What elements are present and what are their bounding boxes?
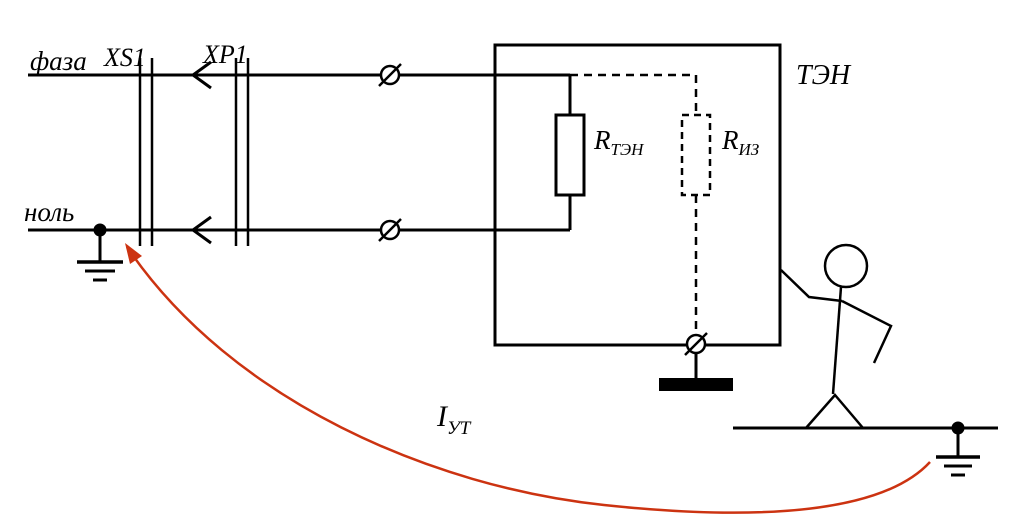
leakage-current: [125, 243, 931, 514]
plug-pin-arrow-top: [190, 60, 212, 90]
leakage-current-path: [125, 246, 931, 514]
person-arm-touching-box: [780, 269, 843, 303]
contact-slash-bottom: [378, 218, 402, 242]
plug-pin-arrow-bottom: [190, 215, 212, 245]
label-r-insulation-base: R: [721, 125, 739, 155]
label-plug-xp1: XP1: [202, 40, 248, 69]
label-r-heater-sub: ТЭН: [611, 140, 646, 159]
chassis-ground-bar: [659, 378, 733, 391]
resistor-insulation: [570, 73, 712, 336]
label-leakage-sub: УТ: [447, 418, 472, 439]
leakage-arrowhead-icon: [125, 243, 142, 264]
label-r-insulation-sub: ИЗ: [738, 140, 760, 159]
person-legs: [805, 393, 864, 429]
label-neutral: ноль: [24, 197, 74, 227]
detachable-contact-bottom: [378, 218, 402, 242]
label-r-heater-base: R: [593, 125, 611, 155]
contact-slash-top: [378, 63, 402, 87]
floor-ground: [733, 421, 998, 477]
socket-xs1: [138, 58, 154, 246]
plug-xp1: [190, 58, 250, 246]
label-leakage-current: IУТ: [436, 400, 472, 439]
label-leakage-base: I: [436, 400, 449, 433]
label-r-heater: RТЭН: [593, 125, 645, 159]
person-torso: [831, 286, 843, 395]
heater-enclosure-box: [493, 43, 782, 347]
person-head: [823, 243, 869, 289]
detachable-contact-top: [378, 63, 402, 87]
r-insulation-body: [680, 113, 712, 197]
protective-ground: [659, 332, 733, 391]
contact-slash-ground: [684, 332, 708, 356]
person-figure: [780, 243, 893, 429]
power-lines: [28, 73, 570, 232]
resistor-heating-element: [554, 75, 586, 230]
r-heater-body: [554, 113, 586, 197]
label-phase: фаза: [30, 46, 87, 76]
person-arm-right: [841, 299, 893, 364]
neutral-ground: [77, 223, 123, 282]
label-r-insulation: RИЗ: [721, 125, 760, 159]
label-socket-xs1: XS1: [103, 43, 146, 72]
label-heater-box: ТЭН: [796, 60, 852, 91]
